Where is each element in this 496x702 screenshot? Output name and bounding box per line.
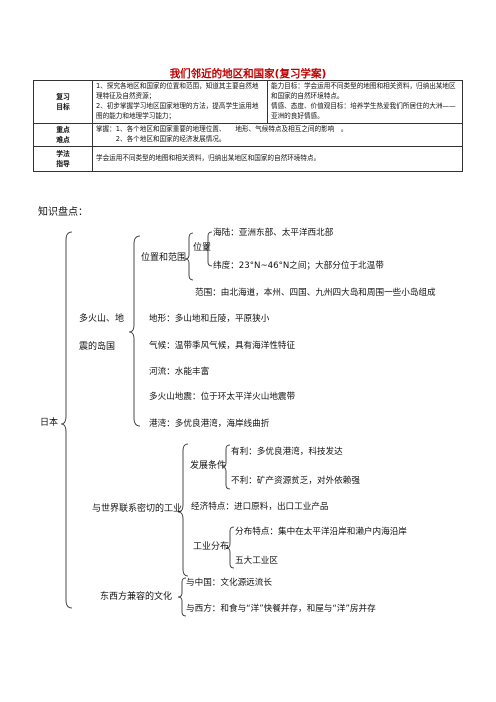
west-item: 与西方：和食与“洋”快餐并存，和屋与“洋”房并存 (186, 604, 376, 614)
pos-range-label: 位置和范围 (141, 253, 187, 263)
root-brace (60, 231, 73, 609)
extent-item: 范围：由北海道，本州、四国、九州四大岛和周围一些小岛组成 (195, 288, 436, 298)
method-cell: 学会运用不同类型的地图和相关资料，归纳出某地区和国家的自然环境特点。 (92, 145, 463, 172)
econ-item: 经济特点：进口原料，出口工业产品 (191, 502, 329, 512)
objectives-table: 复习 目标 1、探究各地区和国家的位置和范围，知道其主要自然地理特征及自然资源；… (33, 80, 463, 172)
pos-label: 位置 (193, 243, 212, 253)
goal-right-line: 情感、态度、价值观目标：培养学生热爱我们所居住的大洲——亚洲的良好情感。 (271, 101, 456, 120)
key-line: 掌握：1、各个地区和国家重要的地理位置、 地形、气候特点及相互之间的影响 。 (96, 124, 348, 133)
key-line: 2、各个地区和国家的经济发展情况。 (96, 134, 226, 143)
goal-left-line: 2、初步掌握学习地区国家地理的方法，提高学生运用地图的能力和地理学习能力； (96, 101, 259, 120)
climate-item: 气候：温带季风气候，具有海洋性特征 (149, 341, 296, 351)
key-row: 重点 难点 掌握：1、各个地区和国家重要的地理位置、 地形、气候特点及相互之间的… (33, 122, 463, 147)
branch2-label: 与世界联系密切的工业 (92, 504, 183, 514)
pos-brace (204, 231, 213, 267)
key-cell: 掌握：1、各个地区和国家重要的地理位置、 地形、气候特点及相互之间的影响 。 2… (92, 122, 463, 147)
section-heading: 知识盘点： (38, 207, 88, 218)
china-item: 与中国：文化源远流长 (186, 578, 272, 588)
method-row: 学法 指导 学会运用不同类型的地图和相关资料，归纳出某地区和国家的自然环境特点。 (33, 145, 463, 172)
page-title: 我们邻近的地区和国家(复习学案) (169, 68, 327, 80)
key-header: 重点 难点 (33, 122, 93, 147)
branch3-label: 东西方兼容的文化 (100, 592, 173, 602)
goal-left-cell: 1、探究各地区和国家的位置和范围，知道其主要自然地理特征及自然资源； 2、初步掌… (92, 80, 268, 124)
goal-right-cell: 能力目标：学会运用不同类型的地图和相关资料，归纳出某地区和国家的自然环境特点。 … (267, 80, 463, 124)
goal-header: 复习 目标 (33, 80, 93, 124)
conditions-brace (221, 444, 231, 490)
latitude-item: 纬度：23°N~46°N之间；大部分位于北温带 (213, 261, 384, 271)
pos-range-brace (184, 232, 194, 281)
bad-item: 不利：矿产资源贫乏，对外依赖强 (231, 476, 360, 486)
river-item: 河流：水能丰富 (149, 367, 210, 377)
dist-brace (225, 526, 235, 569)
harbor-item: 港湾：多优良港湾，海岸线曲折 (149, 419, 270, 429)
dist-label: 工业分布 (193, 542, 230, 552)
good-item: 有利：多优良港湾，科技发达 (231, 447, 343, 457)
goal-row: 复习 目标 1、探究各地区和国家的位置和范围，知道其主要自然地理特征及自然资源；… (33, 80, 463, 124)
conditions-label: 发展条件 (190, 461, 227, 471)
method-header: 学法 指导 (33, 145, 93, 172)
branch1-label-line2: 震的岛国 (79, 342, 116, 352)
sea-land-item: 海陆：亚洲东部、太平洋西北部 (213, 228, 334, 238)
root-label: 日本 (40, 418, 59, 428)
branch2-brace (177, 443, 189, 577)
goal-right-line: 能力目标：学会运用不同类型的地图和相关资料，归纳出某地区和国家的自然环境特点。 (271, 82, 456, 100)
terrain-item: 地形：多山地和丘陵，平原狭小 (149, 314, 270, 324)
branch3-brace (177, 577, 187, 617)
dist-feature-item: 分布特点：集中在太平洋沿岸和濑户内海沿岸 (235, 527, 407, 537)
goal-left-line: 1、探究各地区和国家的位置和范围，知道其主要自然地理特征及自然资源； (96, 82, 259, 100)
branch1-brace (128, 235, 141, 427)
volcano-item: 多火山地震：位于环太平洋火山地震带 (149, 392, 296, 402)
branch1-label-line1: 多火山、地 (79, 314, 125, 324)
five-regions-item: 五大工业区 (235, 556, 278, 566)
